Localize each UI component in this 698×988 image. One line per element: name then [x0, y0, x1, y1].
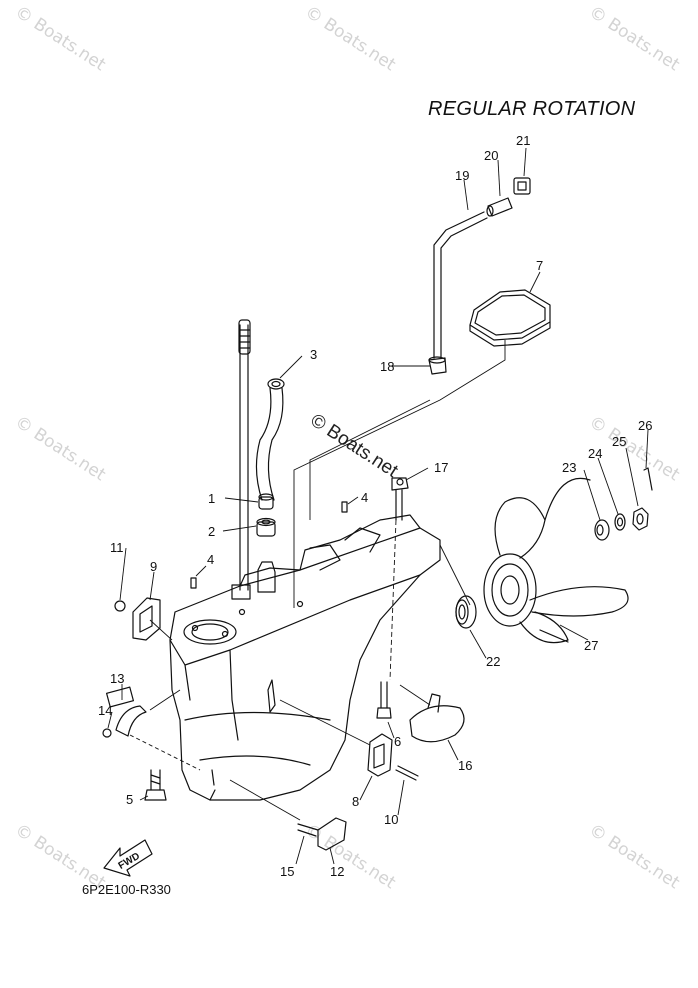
bolt-14 — [102, 728, 112, 738]
trim-tab — [409, 693, 465, 743]
bolt-15 — [297, 823, 319, 837]
nut-11 — [114, 600, 126, 612]
dowel-pin — [341, 501, 348, 513]
fwd-arrow — [103, 839, 153, 877]
callout-19: 19 — [455, 168, 469, 183]
washer-23 — [594, 519, 610, 541]
bolt-10 — [395, 765, 419, 781]
anode-8 — [367, 733, 393, 777]
cover-12 — [317, 817, 347, 851]
callout-24: 24 — [588, 446, 602, 461]
callout-4: 4 — [207, 552, 214, 567]
spacer-24 — [614, 513, 626, 531]
callout-2: 2 — [208, 524, 215, 539]
callout-25: 25 — [612, 434, 626, 449]
bolt-17 — [391, 477, 409, 521]
holder-21 — [513, 177, 531, 195]
water-tube — [255, 378, 285, 501]
callout-20: 20 — [484, 148, 498, 163]
grommet-20 — [486, 197, 513, 217]
grommet-2 — [256, 517, 276, 537]
callout-15: 15 — [280, 864, 294, 879]
callout-22: 22 — [486, 654, 500, 669]
lower-casing — [169, 514, 441, 801]
water-tube-upper — [433, 211, 488, 359]
callout-3: 3 — [310, 347, 317, 362]
bolt-5 — [144, 769, 167, 801]
drive-shaft — [238, 319, 251, 591]
callout-23: 23 — [562, 460, 576, 475]
callout-9: 9 — [150, 559, 157, 574]
grommet-18 — [428, 356, 447, 375]
callout-12: 12 — [330, 864, 344, 879]
callout-26: 26 — [638, 418, 652, 433]
cotter-pin-26 — [643, 467, 653, 491]
propeller — [483, 477, 629, 644]
leader-lines — [107, 147, 649, 865]
callout-17: 17 — [434, 460, 448, 475]
callout-18: 18 — [380, 359, 394, 374]
anode-13 — [105, 686, 147, 737]
diagram-title: REGULAR ROTATION — [428, 98, 636, 120]
callout-4: 4 — [361, 490, 368, 505]
callout-13: 13 — [110, 671, 124, 686]
diagram-code: 6P2E100-R330 — [82, 882, 171, 897]
callout-8: 8 — [352, 794, 359, 809]
bolt-6 — [376, 681, 392, 719]
dowel-pin — [190, 577, 197, 589]
anode-9 — [132, 597, 161, 641]
callout-7: 7 — [536, 258, 543, 273]
callout-1: 1 — [208, 491, 215, 506]
grommet-1 — [258, 493, 274, 510]
callout-21: 21 — [516, 133, 530, 148]
callout-27: 27 — [584, 638, 598, 653]
spacer-22 — [455, 595, 477, 629]
callout-11: 11 — [110, 540, 124, 555]
callout-14: 14 — [98, 703, 112, 718]
callout-6: 6 — [394, 734, 401, 749]
gasket — [469, 289, 551, 347]
callout-16: 16 — [458, 758, 472, 773]
callout-10: 10 — [384, 812, 398, 827]
nut-25 — [632, 507, 649, 531]
pump-housing — [257, 561, 276, 593]
callout-5: 5 — [126, 792, 133, 807]
